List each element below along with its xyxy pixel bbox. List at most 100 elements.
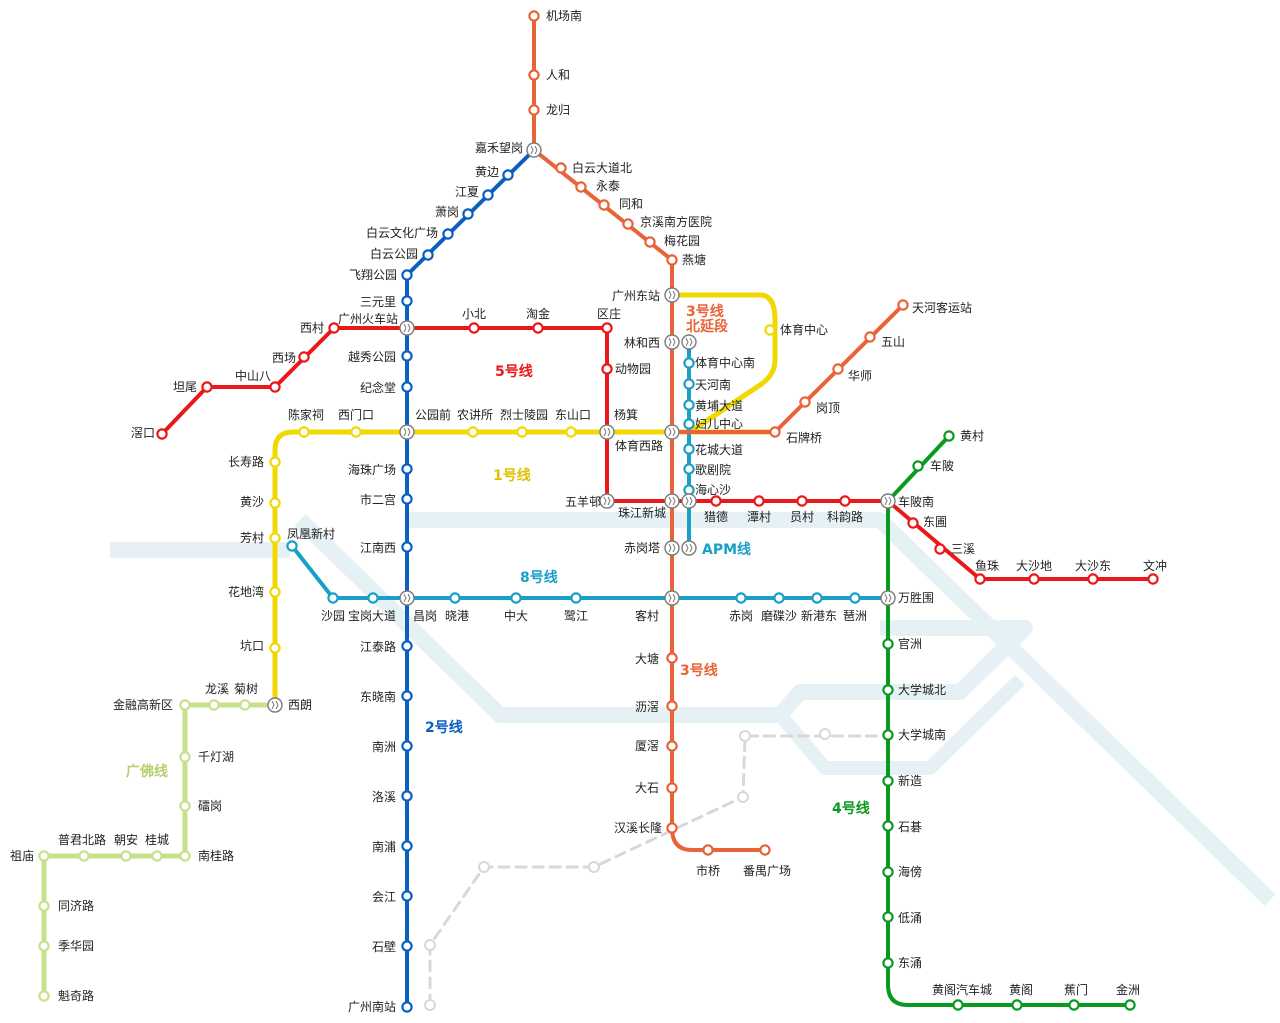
station-marker[interactable] <box>120 850 132 862</box>
station-marker[interactable] <box>759 844 771 856</box>
transfer-station-marker[interactable] <box>599 493 615 509</box>
station-marker[interactable] <box>467 426 479 438</box>
station-marker[interactable] <box>622 218 634 230</box>
station-marker[interactable] <box>269 381 281 393</box>
station-marker[interactable] <box>401 541 413 553</box>
station-marker[interactable] <box>78 850 90 862</box>
station-marker[interactable] <box>468 322 480 334</box>
station-marker[interactable] <box>532 322 544 334</box>
station-marker[interactable] <box>598 199 610 211</box>
station-marker[interactable] <box>565 426 577 438</box>
station-marker[interactable] <box>179 850 191 862</box>
station-marker[interactable] <box>1087 573 1099 585</box>
station-marker[interactable] <box>1011 999 1023 1011</box>
station-marker[interactable] <box>1028 573 1040 585</box>
station-marker[interactable] <box>1147 573 1159 585</box>
station-marker[interactable] <box>350 426 362 438</box>
station-marker[interactable] <box>952 999 964 1011</box>
station-marker[interactable] <box>269 586 281 598</box>
station-marker[interactable] <box>934 543 946 555</box>
station-marker[interactable] <box>286 540 298 552</box>
station-marker[interactable] <box>683 399 695 411</box>
station-marker[interactable] <box>201 381 213 393</box>
station-marker[interactable] <box>882 729 894 741</box>
station-marker[interactable] <box>683 378 695 390</box>
station-marker[interactable] <box>179 699 191 711</box>
station-marker[interactable] <box>401 350 413 362</box>
station-marker[interactable] <box>710 495 722 507</box>
station-marker[interactable] <box>482 189 494 201</box>
station-marker[interactable] <box>401 890 413 902</box>
station-marker[interactable] <box>327 592 339 604</box>
transfer-station-marker[interactable] <box>664 287 680 303</box>
station-marker[interactable] <box>269 456 281 468</box>
transfer-station-marker[interactable] <box>664 540 680 556</box>
station-marker[interactable] <box>764 324 776 336</box>
station-marker[interactable] <box>239 699 251 711</box>
transfer-station-marker[interactable] <box>880 493 896 509</box>
station-marker[interactable] <box>666 254 678 266</box>
station-marker[interactable] <box>156 428 168 440</box>
station-marker[interactable] <box>570 592 582 604</box>
station-marker[interactable] <box>702 844 714 856</box>
station-marker[interactable] <box>735 592 747 604</box>
transfer-station-marker[interactable] <box>681 540 697 556</box>
transfer-station-marker[interactable] <box>664 493 680 509</box>
station-marker[interactable] <box>555 162 567 174</box>
station-marker[interactable] <box>401 790 413 802</box>
station-marker[interactable] <box>269 532 281 544</box>
station-marker[interactable] <box>882 957 894 969</box>
station-marker[interactable] <box>510 592 522 604</box>
station-marker[interactable] <box>269 497 281 509</box>
transfer-station-marker[interactable] <box>399 590 415 606</box>
station-marker[interactable] <box>401 295 413 307</box>
station-marker[interactable] <box>401 940 413 952</box>
station-marker[interactable] <box>151 850 163 862</box>
station-marker[interactable] <box>666 782 678 794</box>
station-marker[interactable] <box>601 322 613 334</box>
station-marker[interactable] <box>974 573 986 585</box>
station-marker[interactable] <box>401 840 413 852</box>
station-marker[interactable] <box>528 69 540 81</box>
station-marker[interactable] <box>773 592 785 604</box>
station-marker[interactable] <box>179 751 191 763</box>
station-marker[interactable] <box>442 228 454 240</box>
station-marker[interactable] <box>683 463 695 475</box>
station-marker[interactable] <box>401 640 413 652</box>
station-marker[interactable] <box>1068 999 1080 1011</box>
station-marker[interactable] <box>666 700 678 712</box>
station-marker[interactable] <box>38 850 50 862</box>
station-marker[interactable] <box>864 331 876 343</box>
station-marker[interactable] <box>449 592 461 604</box>
station-marker[interactable] <box>401 493 413 505</box>
transfer-station-marker[interactable] <box>664 424 680 440</box>
station-marker[interactable] <box>839 495 851 507</box>
station-marker[interactable] <box>298 351 310 363</box>
transfer-station-marker[interactable] <box>880 590 896 606</box>
station-marker[interactable] <box>666 740 678 752</box>
station-marker[interactable] <box>753 495 765 507</box>
transfer-station-marker[interactable] <box>267 697 283 713</box>
station-marker[interactable] <box>666 652 678 664</box>
station-marker[interactable] <box>528 10 540 22</box>
station-marker[interactable] <box>882 866 894 878</box>
station-marker[interactable] <box>462 208 474 220</box>
station-marker[interactable] <box>882 820 894 832</box>
station-marker[interactable] <box>298 426 310 438</box>
transfer-station-marker[interactable] <box>399 424 415 440</box>
transfer-station-marker[interactable] <box>526 142 542 158</box>
station-marker[interactable] <box>38 990 50 1002</box>
station-marker[interactable] <box>683 357 695 369</box>
station-marker[interactable] <box>907 517 919 529</box>
station-marker[interactable] <box>683 484 695 496</box>
station-marker[interactable] <box>811 592 823 604</box>
station-marker[interactable] <box>683 443 695 455</box>
station-marker[interactable] <box>943 430 955 442</box>
station-marker[interactable] <box>666 822 678 834</box>
transfer-station-marker[interactable] <box>681 334 697 350</box>
station-marker[interactable] <box>179 800 191 812</box>
station-marker[interactable] <box>422 249 434 261</box>
station-marker[interactable] <box>601 363 613 375</box>
station-marker[interactable] <box>769 426 781 438</box>
station-marker[interactable] <box>502 169 514 181</box>
